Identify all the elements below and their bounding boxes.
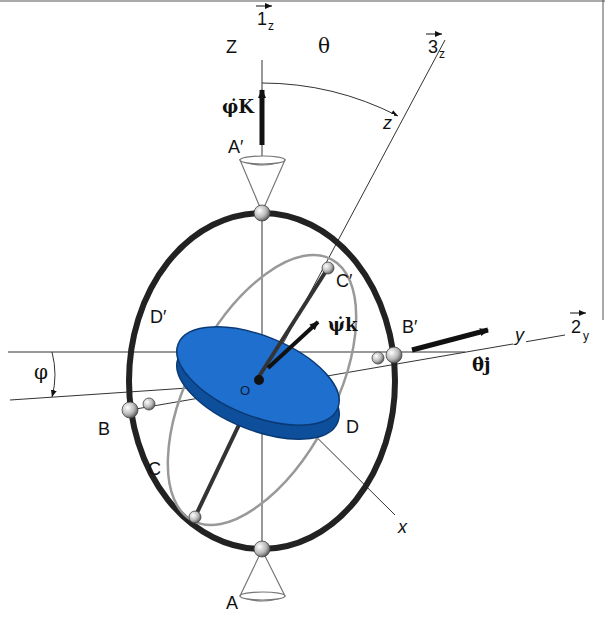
axis-label: x bbox=[396, 518, 409, 536]
axis-label: ψ̇k bbox=[328, 316, 357, 334]
axis-label: z bbox=[381, 114, 394, 132]
axis-label: y bbox=[583, 330, 589, 342]
axis-label: B bbox=[98, 420, 110, 438]
axis-label: z bbox=[439, 48, 445, 60]
axis-label: A bbox=[226, 594, 238, 612]
axis-label: A′ bbox=[228, 138, 243, 156]
axis-label: D′ bbox=[150, 308, 166, 326]
axis-label: θ bbox=[318, 36, 330, 56]
axis-label: 3 bbox=[428, 38, 438, 56]
axis-label: φ bbox=[34, 362, 48, 382]
axis-label: B′ bbox=[402, 318, 417, 336]
axis-label: z bbox=[268, 20, 274, 32]
axis-label: Z bbox=[226, 38, 237, 56]
axis-label: 1 bbox=[257, 10, 267, 28]
axis-label: θ̇j bbox=[472, 356, 491, 374]
axis-label: y bbox=[513, 326, 526, 344]
axis-label: φ̇K bbox=[222, 98, 254, 116]
axis-label: 2 bbox=[571, 318, 581, 336]
axis-label: D bbox=[346, 418, 359, 436]
axis-label: C′ bbox=[336, 272, 352, 290]
axis-label: O bbox=[240, 384, 250, 397]
axis-label: C bbox=[148, 460, 161, 478]
